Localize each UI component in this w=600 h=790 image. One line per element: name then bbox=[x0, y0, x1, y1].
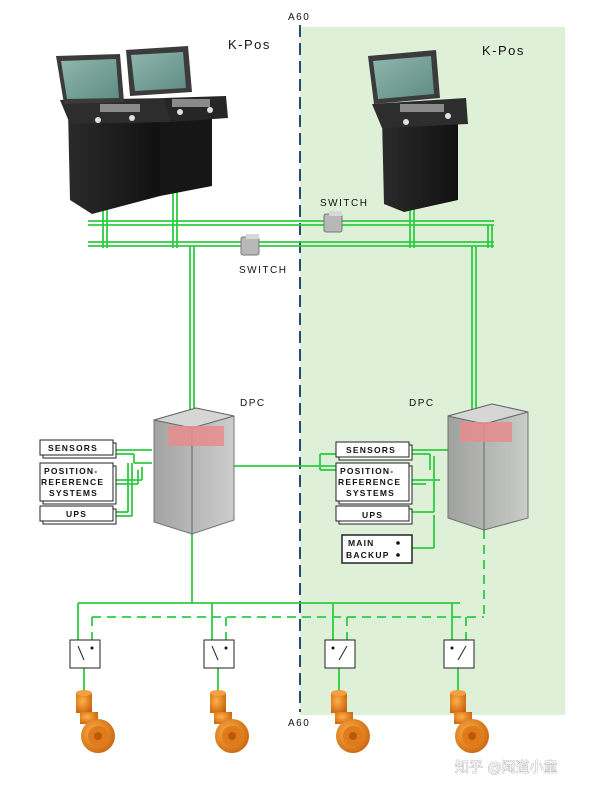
power-backup-label: BACKUP bbox=[346, 550, 390, 560]
thruster-4 bbox=[450, 690, 489, 753]
thruster-3 bbox=[331, 690, 370, 753]
dpc-left-label: DPC bbox=[240, 398, 266, 409]
left-sensors-label: SENSORS bbox=[48, 443, 98, 453]
kpos-right-label: K-Pos bbox=[482, 43, 525, 58]
thruster-switch-3 bbox=[324, 639, 356, 669]
right-reference-label: REFERENCE bbox=[338, 477, 401, 487]
left-reference-label: REFERENCE bbox=[41, 477, 104, 487]
right-input-panel: SENSORS POSITION- REFERENCE SYSTEMS UPS … bbox=[335, 441, 413, 564]
left-systems-label: SYSTEMS bbox=[49, 488, 98, 498]
a60-label-bottom: A60 bbox=[288, 718, 310, 729]
thruster-switch-2 bbox=[203, 639, 235, 669]
left-position-label: POSITION- bbox=[44, 466, 98, 476]
thruster-switch-4 bbox=[443, 639, 475, 669]
kpos-right-console bbox=[368, 50, 468, 212]
network-cables bbox=[77, 190, 494, 695]
left-ups-label: UPS bbox=[66, 509, 87, 519]
thruster-1 bbox=[76, 690, 115, 753]
kpos-left-console bbox=[56, 46, 228, 214]
left-input-panel: SENSORS POSITION- REFERENCE SYSTEMS UPS bbox=[39, 439, 117, 525]
backup-cables bbox=[91, 530, 485, 642]
dpc-left-cabinet bbox=[153, 407, 235, 535]
right-sensors-label: SENSORS bbox=[346, 445, 396, 455]
right-systems-label: SYSTEMS bbox=[346, 488, 395, 498]
switch-upper bbox=[323, 211, 343, 233]
thruster-switch-1 bbox=[69, 639, 101, 669]
power-main-label: MAIN bbox=[348, 538, 375, 548]
dpc-right-label: DPC bbox=[409, 398, 435, 409]
thruster-2 bbox=[210, 690, 249, 753]
dpc-right-cabinet bbox=[447, 403, 529, 531]
kpos-left-label: K-Pos bbox=[228, 37, 271, 52]
switch-upper-label: SWITCH bbox=[320, 198, 368, 209]
switch-lower bbox=[240, 234, 260, 256]
watermark: 知乎 @闻道小童 bbox=[455, 759, 557, 776]
right-position-label: POSITION- bbox=[340, 466, 394, 476]
right-ups-label: UPS bbox=[362, 510, 383, 520]
switch-lower-label: SWITCH bbox=[239, 265, 287, 276]
a60-label-top: A60 bbox=[288, 12, 310, 23]
